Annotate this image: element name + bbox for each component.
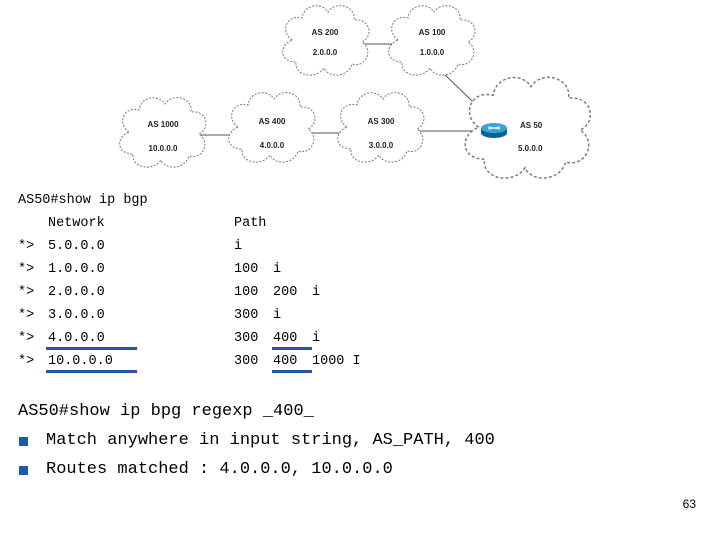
row-path-1: 100 bbox=[234, 262, 259, 277]
row-network: 1.0.0.0 bbox=[48, 262, 105, 277]
row-flag: *> bbox=[18, 262, 35, 277]
row-flag: *> bbox=[18, 308, 35, 323]
row-flag: *> bbox=[18, 354, 35, 369]
cli-command: AS50#show ip bgp bbox=[18, 193, 148, 208]
cloud-as400: AS 400 4.0.0.0 bbox=[228, 92, 316, 163]
row-flag: *> bbox=[18, 285, 35, 300]
bullet-marker bbox=[19, 437, 28, 446]
cloud-as1000: AS 1000 10.0.0.0 bbox=[119, 97, 207, 168]
underline-4-0-0-0 bbox=[46, 347, 137, 350]
row-path-3: i bbox=[312, 285, 321, 300]
page-number: 63 bbox=[682, 497, 696, 511]
row-network: 10.0.0.0 bbox=[48, 354, 113, 369]
underline-path-400-row6 bbox=[272, 370, 312, 373]
bullet-marker bbox=[19, 466, 28, 475]
row-path-3: 1000 I bbox=[312, 354, 361, 369]
cloud-as200: AS 200 2.0.0.0 bbox=[282, 5, 370, 76]
row-network: 5.0.0.0 bbox=[48, 239, 105, 254]
underline-path-400-row5 bbox=[272, 347, 312, 350]
router-icon bbox=[481, 123, 507, 138]
row-path-1: 100 bbox=[234, 285, 259, 300]
row-path-2: i bbox=[273, 262, 282, 277]
cloud-as100-label: AS 100 bbox=[419, 28, 446, 37]
cloud-as100-net: 1.0.0.0 bbox=[420, 48, 445, 57]
cloud-as100: AS 100 1.0.0.0 bbox=[388, 5, 476, 76]
row-network: 3.0.0.0 bbox=[48, 308, 105, 323]
cloud-as400-net: 4.0.0.0 bbox=[260, 141, 285, 150]
row-path-2: 400 bbox=[273, 331, 298, 346]
cloud-as300: AS 300 3.0.0.0 bbox=[337, 92, 425, 163]
cloud-as200-label: AS 200 bbox=[312, 28, 339, 37]
cloud-as50-label: AS 50 bbox=[520, 121, 543, 130]
row-path-2: 200 bbox=[273, 285, 298, 300]
cloud-as1000-net: 10.0.0.0 bbox=[149, 144, 178, 153]
cloud-as200-net: 2.0.0.0 bbox=[313, 48, 338, 57]
cloud-as300-net: 3.0.0.0 bbox=[369, 141, 394, 150]
row-network: 4.0.0.0 bbox=[48, 331, 105, 346]
regex-command: AS50#show ip bpg regexp _400_ bbox=[18, 402, 314, 421]
underline-10-0-0-0 bbox=[46, 370, 137, 373]
row-path-1: 300 bbox=[234, 354, 259, 369]
bullet-text: Match anywhere in input string, AS_PATH,… bbox=[46, 431, 495, 450]
row-path-1: 300 bbox=[234, 331, 259, 346]
row-network: 2.0.0.0 bbox=[48, 285, 105, 300]
row-path-1: 300 bbox=[234, 308, 259, 323]
row-path-3: i bbox=[312, 331, 321, 346]
row-flag: *> bbox=[18, 239, 35, 254]
cloud-as1000-label: AS 1000 bbox=[147, 120, 179, 129]
header-network: Network bbox=[48, 216, 105, 231]
cloud-as50-net: 5.0.0.0 bbox=[518, 144, 543, 153]
cloud-as400-label: AS 400 bbox=[259, 117, 286, 126]
header-path: Path bbox=[234, 216, 267, 231]
row-path-2: 400 bbox=[273, 354, 298, 369]
bullet-text: Routes matched : 4.0.0.0, 10.0.0.0 bbox=[46, 460, 393, 479]
as-topology-diagram: AS 200 2.0.0.0 AS 100 1.0.0.0 AS 1000 10… bbox=[119, 5, 592, 179]
row-path-2: i bbox=[273, 308, 282, 323]
cloud-as300-label: AS 300 bbox=[368, 117, 395, 126]
row-flag: *> bbox=[18, 331, 35, 346]
row-path-1: i bbox=[234, 239, 243, 254]
